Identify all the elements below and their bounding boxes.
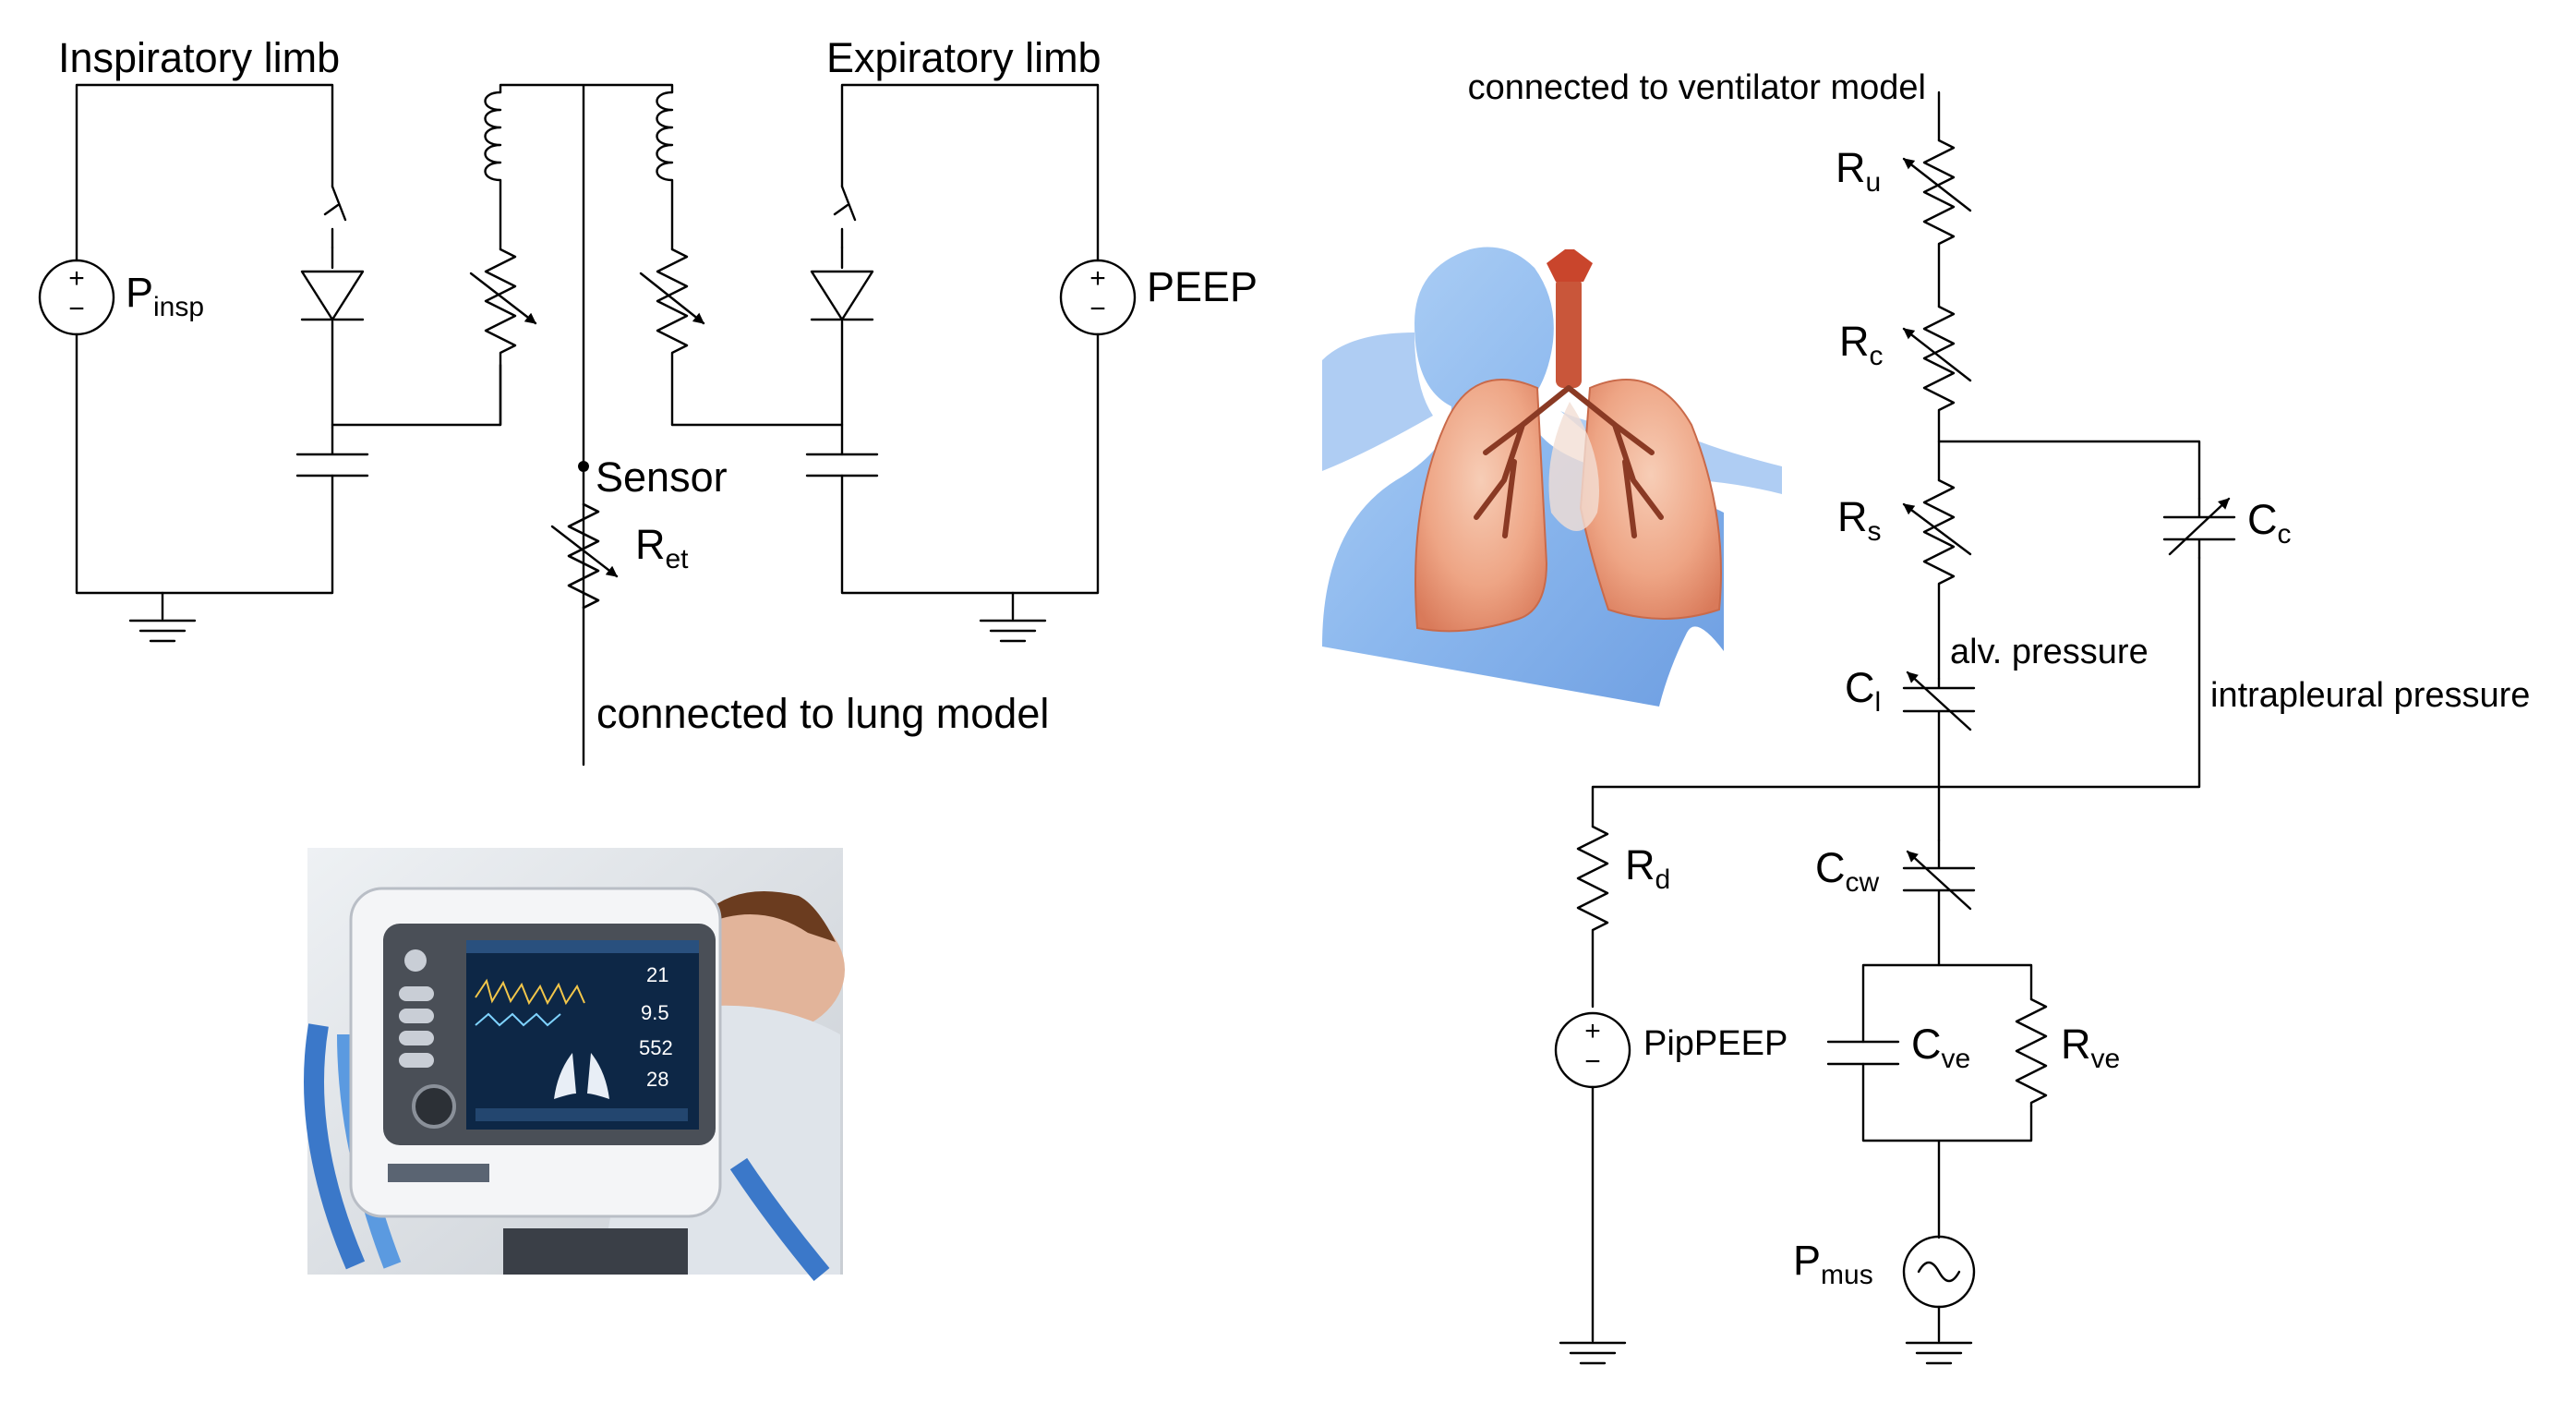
expiratory-diode — [810, 270, 874, 321]
r-u-resistor — [1902, 139, 1972, 308]
svg-text:+: + — [68, 263, 85, 294]
connected-to-ventilator-label: connected to ventilator model — [1468, 68, 1926, 107]
connected-to-lung-label: connected to lung model — [596, 690, 1049, 737]
sensor-label: Sensor — [596, 453, 728, 501]
peep-source: + − — [1059, 259, 1137, 336]
ventilator-photo: 21 9.5 552 28 — [304, 848, 845, 1282]
c-cw-capacitor — [1902, 839, 1976, 967]
ventilator-circuit: + − Pinsp Sensor — [38, 34, 1258, 767]
ground-p-mus — [1905, 1341, 1973, 1365]
ground-expiratory — [979, 591, 1047, 643]
r-u-label: Ru — [1836, 144, 1881, 198]
r-d-resistor — [1576, 825, 1609, 1009]
ground-pip-peep — [1559, 1341, 1627, 1365]
screen-readout-1: 21 — [646, 963, 668, 986]
c-cw-label: Ccw — [1815, 844, 1880, 898]
central-wire — [499, 83, 674, 767]
lung-illustration — [1322, 247, 1782, 707]
c-c-label: Cc — [2247, 496, 2292, 550]
r-d-label: Rd — [1625, 841, 1670, 895]
inspiratory-switch — [323, 185, 347, 249]
r-et-resistor — [550, 502, 619, 610]
r-c-resistor — [1902, 305, 1972, 482]
intrapleural-pressure-label: intrapleural pressure — [2210, 676, 2530, 715]
screen-readout-4: 28 — [646, 1068, 668, 1091]
screen-readout-2: 9.5 — [641, 1001, 669, 1024]
inductor-right — [656, 91, 674, 251]
lung-circuit: connected to ventilator model Ru Rc Rs C… — [1468, 68, 2530, 1365]
p-insp-label: Pinsp — [126, 269, 204, 322]
r-ve-resistor — [2015, 997, 2048, 1108]
svg-text:−: − — [1584, 1046, 1601, 1077]
cc-branch-wire — [1937, 440, 2201, 789]
r-c-label: Rc — [1839, 318, 1884, 371]
alv-pressure-label: alv. pressure — [1950, 633, 2149, 671]
expiratory-limb-wire — [840, 83, 1100, 595]
inspiratory-diode — [300, 270, 365, 321]
variable-resistor-right — [639, 248, 705, 427]
pip-peep-label: PipPEEP — [1643, 1024, 1788, 1063]
p-mus-label: Pmus — [1793, 1237, 1873, 1290]
p-mus-source — [1902, 1235, 1976, 1309]
rd-branch-wire — [1591, 785, 1941, 828]
expiratory-limb-label: Expiratory limb — [826, 34, 1101, 81]
variable-resistor-left — [469, 248, 537, 427]
pip-peep-source: + − — [1554, 1011, 1631, 1089]
screen-readout-3: 552 — [639, 1036, 673, 1059]
c-l-label: Cl — [1845, 664, 1881, 718]
sensor-node — [578, 461, 589, 472]
inspiratory-limb-wire — [75, 83, 334, 595]
c-ve-capacitor — [1826, 1040, 1900, 1066]
c-c-capacitor — [2162, 497, 2236, 560]
svg-text:−: − — [1089, 294, 1106, 324]
expiratory-switch — [833, 185, 857, 249]
inspiratory-capacitor — [295, 426, 369, 477]
r-et-label: Ret — [635, 521, 689, 574]
inspiratory-limb-label: Inspiratory limb — [58, 34, 340, 81]
c-l-capacitor — [1902, 671, 1976, 842]
expiratory-capacitor — [805, 453, 879, 477]
svg-text:+: + — [1584, 1016, 1601, 1046]
inductor-left — [484, 91, 502, 251]
r-ve-label: Rve — [2061, 1021, 2120, 1074]
r-s-resistor — [1902, 478, 1972, 681]
svg-text:−: − — [68, 294, 85, 324]
parallel-block-wire — [1861, 963, 2033, 1239]
insp-branch-wire — [331, 363, 502, 427]
r-s-label: Rs — [1837, 493, 1882, 547]
ground-left — [128, 591, 197, 643]
c-ve-label: Cve — [1911, 1021, 1970, 1074]
p-insp-source: + − — [38, 259, 115, 336]
peep-label: PEEP — [1147, 263, 1258, 310]
svg-text:+: + — [1089, 263, 1106, 294]
